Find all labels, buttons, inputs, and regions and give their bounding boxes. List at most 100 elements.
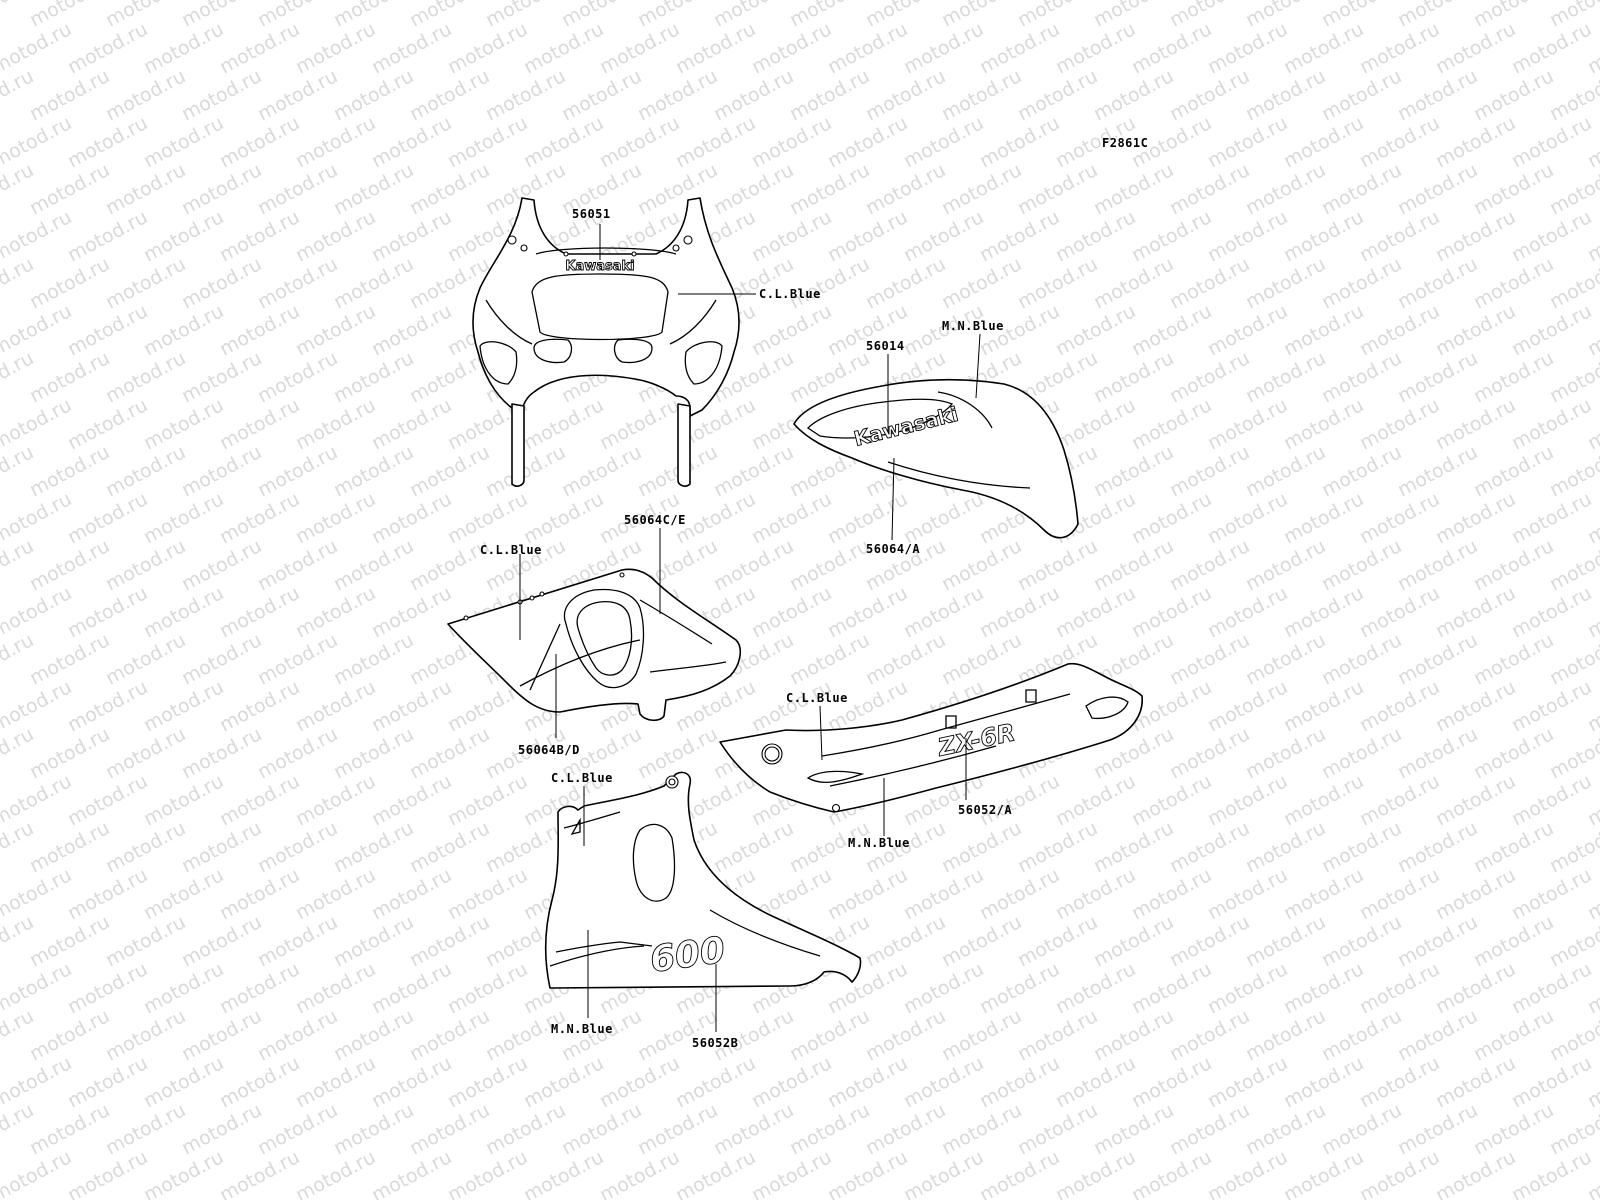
watermark-text: motod.ru [1242, 723, 1329, 783]
watermark-text: motod.ru [368, 1146, 455, 1200]
watermark-text: motod.ru [1014, 65, 1101, 125]
watermark-text: motod.ru [900, 18, 987, 78]
watermark-text: motod.ru [1318, 159, 1405, 219]
watermark-text: motod.ru [64, 112, 151, 172]
watermark-text: motod.ru [1508, 206, 1595, 266]
watermark-text: motod.ru [1470, 817, 1557, 877]
watermark-text: motod.ru [1508, 394, 1595, 454]
watermark-text: motod.ru [1394, 1005, 1481, 1065]
watermark-text: motod.ru [1356, 1052, 1443, 1112]
watermark-text: motod.ru [1090, 347, 1177, 407]
watermark-text: motod.ru [482, 1099, 569, 1159]
watermark-text: motod.ru [1242, 441, 1329, 501]
watermark-text: motod.ru [1394, 911, 1481, 971]
watermark-text: motod.ru [26, 1099, 113, 1159]
watermark-text: motod.ru [1394, 347, 1481, 407]
watermark-text: motod.ru [1242, 0, 1329, 31]
callout-56051: 56051 [572, 207, 611, 221]
watermark-text: motod.ru [1014, 1099, 1101, 1159]
watermark-text: motod.ru [1508, 300, 1595, 360]
fuel-tank: Kawasaki [793, 378, 1079, 539]
watermark-text: motod.ru [330, 629, 417, 689]
watermark-text: motod.ru [178, 535, 265, 595]
watermark-text: motod.ru [938, 65, 1025, 125]
watermark-text: motod.ru [1280, 958, 1367, 1018]
watermark-text: motod.ru [1432, 300, 1519, 360]
watermark-text: motod.ru [862, 629, 949, 689]
watermark-text: motod.ru [292, 488, 379, 548]
watermark-text: motod.ru [672, 18, 759, 78]
watermark-text: motod.ru [1052, 864, 1139, 924]
watermark-text: motod.ru [710, 65, 797, 125]
watermark-text: motod.ru [330, 441, 417, 501]
watermark-text: motod.ru [1242, 253, 1329, 313]
watermark-text: motod.ru [64, 770, 151, 830]
watermark-text: motod.ru [368, 770, 455, 830]
watermark-text: motod.ru [178, 347, 265, 407]
watermark-text: motod.ru [1356, 582, 1443, 642]
watermark-text: motod.ru [64, 1146, 151, 1200]
watermark-text: motod.ru [1242, 1005, 1329, 1065]
watermark-text: motod.ru [1432, 206, 1519, 266]
watermark-text: motod.ru [1166, 253, 1253, 313]
watermark-text: motod.ru [1356, 488, 1443, 548]
watermark-text: motod.ru [1356, 18, 1443, 78]
watermark-text: motod.ru [292, 958, 379, 1018]
watermark-text: motod.ru [938, 1005, 1025, 1065]
watermark-text: motod.ru [406, 65, 493, 125]
watermark-text: motod.ru [102, 253, 189, 313]
watermark-text: motod.ru [406, 159, 493, 219]
watermark-text: motod.ru [0, 1193, 37, 1200]
watermark-text: motod.ru [786, 65, 873, 125]
watermark-text: motod.ru [1014, 911, 1101, 971]
watermark-text: motod.ru [292, 300, 379, 360]
watermark-text: motod.ru [140, 206, 227, 266]
watermark-text: motod.ru [1166, 629, 1253, 689]
watermark-text: motod.ru [976, 770, 1063, 830]
watermark-text: motod.ru [406, 817, 493, 877]
watermark-text: motod.ru [216, 394, 303, 454]
watermark-text: motod.ru [406, 0, 493, 31]
watermark-text: motod.ru [1166, 159, 1253, 219]
watermark-text: motod.ru [26, 817, 113, 877]
callout-tank-mn-blue: M.N.Blue [942, 319, 1004, 333]
watermark-text: motod.ru [216, 864, 303, 924]
watermark-text: motod.ru [368, 112, 455, 172]
watermark-text: motod.ru [1470, 159, 1557, 219]
watermark-text: motod.ru [1508, 864, 1595, 924]
watermark-text: motod.ru [824, 206, 911, 266]
watermark-text: motod.ru [330, 911, 417, 971]
watermark-text: motod.ru [330, 253, 417, 313]
watermark-text: motod.ru [748, 206, 835, 266]
watermark-text: motod.ru [330, 159, 417, 219]
watermark-text: motod.ru [102, 159, 189, 219]
watermark-text: motod.ru [178, 1099, 265, 1159]
watermark-text: motod.ru [938, 253, 1025, 313]
watermark-text: motod.ru [482, 0, 569, 31]
watermark-text: motod.ru [216, 18, 303, 78]
watermark-text: motod.ru [444, 18, 531, 78]
watermark-text: motod.ru [178, 253, 265, 313]
watermark-text: motod.ru [216, 676, 303, 736]
watermark-text: motod.ru [292, 394, 379, 454]
watermark-text: motod.ru [1090, 817, 1177, 877]
watermark-text: motod.ru [558, 65, 645, 125]
watermark-text: motod.ru [1166, 65, 1253, 125]
watermark-text: motod.ru [254, 1099, 341, 1159]
watermark-text: motod.ru [26, 911, 113, 971]
watermark-text: motod.ru [786, 159, 873, 219]
watermark-text: motod.ru [406, 1099, 493, 1159]
watermark-text: motod.ru [1242, 911, 1329, 971]
watermark-text: motod.ru [254, 817, 341, 877]
watermark-text: motod.ru [1356, 864, 1443, 924]
watermark-text: motod.ru [1432, 770, 1519, 830]
watermark-text: motod.ru [1128, 300, 1215, 360]
watermark-text: motod.ru [900, 1146, 987, 1200]
watermark-text: motod.ru [558, 441, 645, 501]
watermark-text: motod.ru [1204, 488, 1291, 548]
watermark-text: motod.ru [938, 629, 1025, 689]
watermark-text: motod.ru [748, 1052, 835, 1112]
watermark-text: motod.ru [1128, 18, 1215, 78]
watermark-text: motod.ru [1204, 1146, 1291, 1200]
watermark-text: motod.ru [140, 864, 227, 924]
